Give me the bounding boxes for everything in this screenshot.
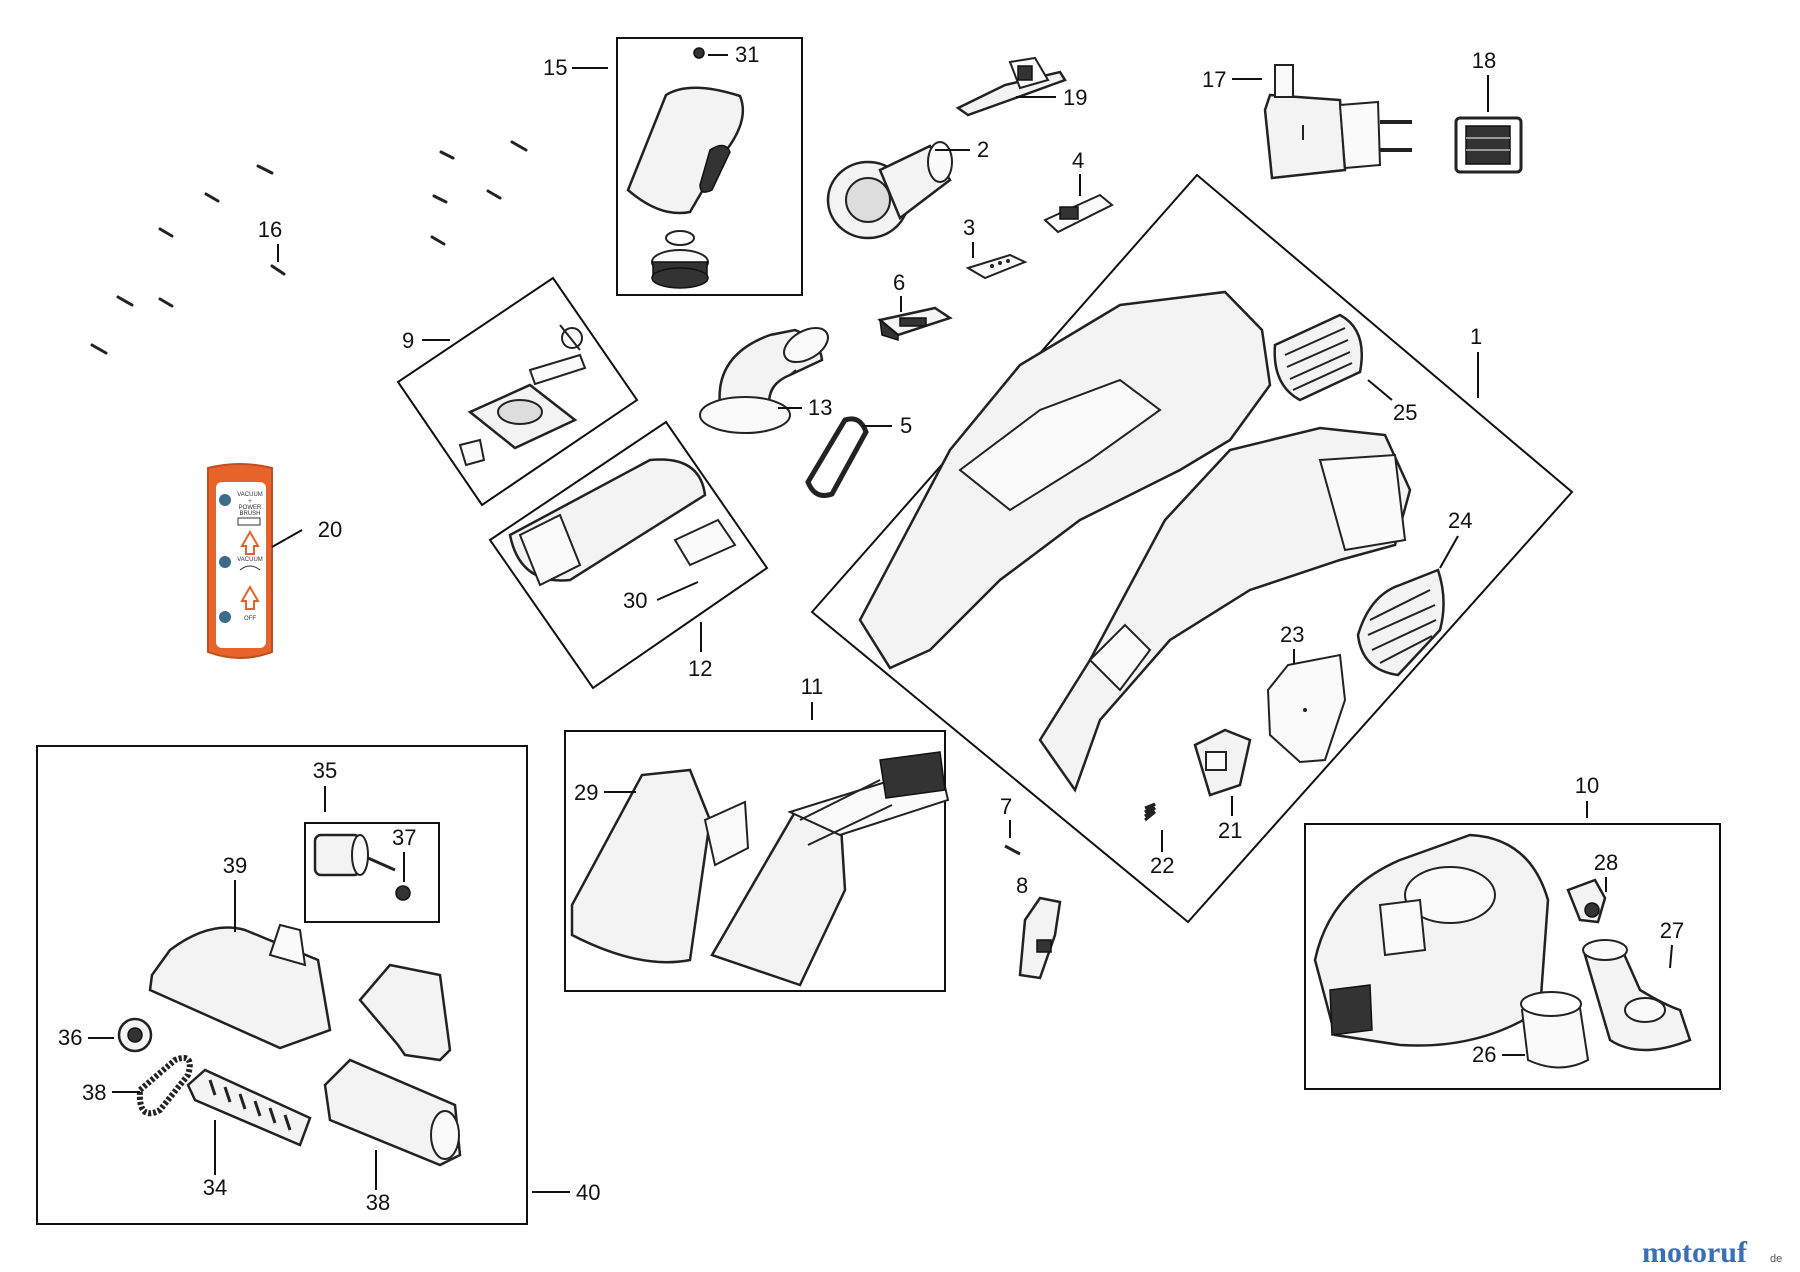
elbow-duct <box>699 326 829 434</box>
motor-assembly <box>826 141 953 240</box>
switch-part <box>1043 193 1114 234</box>
label-brush-text: BRUSH <box>239 511 260 517</box>
callout-1: 1 <box>1470 324 1482 349</box>
callout-9: 9 <box>402 328 414 353</box>
watermark: motoruf de <box>1642 1236 1782 1269</box>
vent-grille-24 <box>1356 568 1445 677</box>
callout-13: 13 <box>808 395 832 420</box>
control-label-panel: VACUUM + POWER BRUSH VACUUM OFF PEEL <box>207 463 273 659</box>
callout-3: 3 <box>963 215 975 240</box>
pin-part <box>1004 844 1021 856</box>
brush-roll <box>186 1068 312 1147</box>
callout-35: 35 <box>313 758 337 783</box>
screws-group <box>90 140 528 355</box>
end-cap-gear <box>117 1017 153 1053</box>
latch-part <box>1193 728 1252 797</box>
callout-21: 21 <box>1218 818 1242 843</box>
nozzle-filter <box>508 458 737 587</box>
callout-12: 12 <box>688 656 712 681</box>
label-plus-text: + <box>248 499 252 505</box>
frame-40 <box>36 745 528 1225</box>
callout-23: 23 <box>1280 622 1304 647</box>
watermark-brand: motoruf <box>1642 1236 1748 1269</box>
arrow-up-icon <box>240 529 260 555</box>
callout-28: 28 <box>1594 850 1618 875</box>
callout-7: 7 <box>1000 794 1012 819</box>
trigger-part <box>1018 896 1062 980</box>
callout-17: 17 <box>1202 67 1226 92</box>
separator-cup <box>1582 939 1692 1052</box>
callout-38a: 38 <box>82 1080 106 1105</box>
frame-12 <box>488 420 769 690</box>
arrow-up-icon <box>240 584 260 610</box>
power-button <box>877 306 953 342</box>
drive-belt <box>136 1054 193 1117</box>
label-power-text: POWER <box>239 505 262 511</box>
led-board <box>965 253 1028 280</box>
cover-plate <box>1266 653 1347 764</box>
callout-15: 15 <box>543 55 567 80</box>
callout-11: 11 <box>801 674 824 699</box>
callout-16: 16 <box>258 217 282 242</box>
callout-30: 30 <box>623 588 647 613</box>
crevice-tool <box>626 47 745 289</box>
callout-5: 5 <box>900 413 912 438</box>
frame-10 <box>1304 823 1721 1090</box>
callout-8: 8 <box>1016 873 1028 898</box>
spring-part <box>1144 802 1156 822</box>
brush-motor <box>313 833 411 901</box>
callout-4: 4 <box>1072 148 1084 173</box>
callout-36: 36 <box>58 1025 82 1050</box>
manual-booklet <box>1454 116 1523 174</box>
callout-10: 10 <box>1575 773 1599 798</box>
frame-35 <box>304 822 440 923</box>
callout-34: 34 <box>203 1175 227 1200</box>
charger-adapter <box>1263 64 1412 180</box>
brush-cover <box>323 1058 462 1167</box>
callout-26: 26 <box>1472 1042 1496 1067</box>
main-housing <box>858 290 1412 793</box>
callout-31: 31 <box>735 42 759 67</box>
callout-38b: 38 <box>366 1190 390 1215</box>
callout-18: 18 <box>1472 48 1496 73</box>
callout-37: 37 <box>392 825 416 850</box>
label-vacuum-text: VACUUM <box>237 492 263 498</box>
callout-40: 40 <box>576 1180 600 1205</box>
frame-9 <box>396 276 639 507</box>
label-vacuum2-text: VACUUM <box>237 557 263 563</box>
belt-clip <box>955 56 1067 117</box>
float-cap <box>1566 878 1607 924</box>
watermark-suffix: de <box>1770 1253 1782 1265</box>
callout-27: 27 <box>1660 918 1684 943</box>
pump-assembly <box>458 324 587 467</box>
upholstery-tool <box>570 751 950 987</box>
callout-25: 25 <box>1393 400 1417 425</box>
callout-39: 39 <box>223 853 247 878</box>
callout-29: 29 <box>574 780 598 805</box>
foam-filter <box>1520 991 1590 1069</box>
gasket-seal <box>805 416 869 498</box>
dirt-tank <box>1313 833 1550 1047</box>
frame-1 <box>810 173 1574 924</box>
callout-19: 19 <box>1063 85 1087 110</box>
vent-grille-25 <box>1273 313 1364 402</box>
brush-housing <box>148 923 452 1062</box>
callout-2: 2 <box>977 137 989 162</box>
callout-24: 24 <box>1448 508 1472 533</box>
callout-20: 20 <box>318 517 342 542</box>
callout-22: 22 <box>1150 853 1174 878</box>
frame-11 <box>564 730 946 992</box>
frame-15 <box>616 37 803 296</box>
label-off-text: OFF <box>244 616 256 622</box>
callout-6: 6 <box>893 270 905 295</box>
